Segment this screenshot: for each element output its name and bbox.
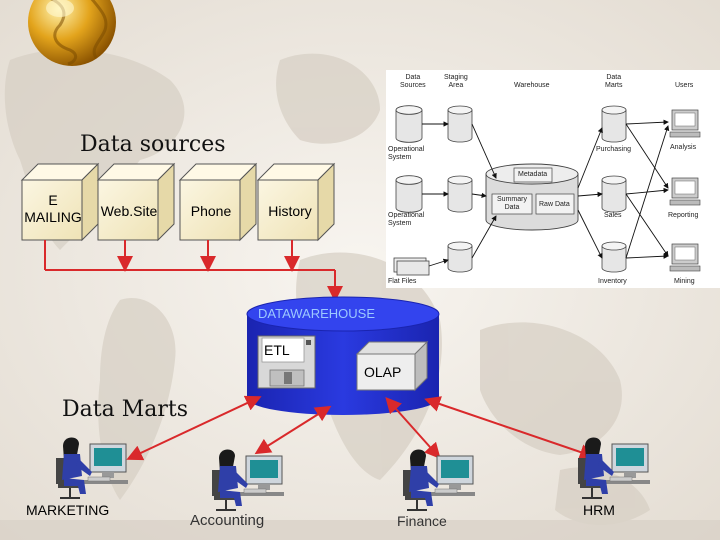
ref-cylinder bbox=[395, 175, 423, 213]
etl-label: ETL bbox=[264, 342, 290, 358]
source-label-website: Web.Site bbox=[100, 203, 158, 219]
ref-user-label-analysis: Analysis bbox=[670, 144, 697, 151]
ref-user-computer-icon bbox=[669, 243, 701, 272]
ref-flat-files bbox=[393, 257, 430, 276]
ref-flow-arrows bbox=[422, 119, 670, 267]
ref-cylinder bbox=[601, 241, 627, 273]
ref-mart-label-sales: Sales bbox=[604, 212, 622, 219]
ref-cylinder bbox=[601, 105, 627, 143]
mart-label-finance: Finance bbox=[397, 513, 447, 529]
ref-source-label-3: Flat Files bbox=[388, 278, 417, 285]
ref-cylinder bbox=[447, 241, 473, 273]
ref-user-computer-icon bbox=[669, 109, 701, 138]
source-box-history bbox=[256, 162, 336, 242]
ref-header-data-marts: Data Marts bbox=[605, 74, 623, 89]
mart-label-hrm: HRM bbox=[583, 502, 615, 518]
ref-raw-data-label: Raw Data bbox=[539, 201, 570, 208]
datawarehouse-label: DATAWAREHOUSE bbox=[258, 306, 376, 321]
user-at-workstation-icon bbox=[578, 437, 650, 499]
ref-source-label-2: Operational System bbox=[388, 212, 425, 227]
ref-header-data-sources: Data Sources bbox=[400, 74, 426, 89]
source-label-history: History bbox=[268, 203, 312, 219]
mart-label-accounting: Accounting bbox=[190, 512, 265, 529]
ref-header-users: Users bbox=[675, 82, 694, 89]
ref-warehouse-cylinder bbox=[485, 163, 579, 231]
source-connector-bus bbox=[44, 240, 343, 302]
data-sources-title: Data sources bbox=[80, 132, 226, 157]
ref-header-warehouse: Warehouse bbox=[514, 82, 550, 89]
ref-cylinder bbox=[447, 175, 473, 213]
source-box-phone bbox=[178, 162, 258, 242]
ref-user-computer-icon bbox=[669, 177, 701, 206]
ref-cylinder bbox=[395, 105, 423, 143]
user-at-workstation-icon bbox=[56, 437, 128, 499]
olap-label: OLAP bbox=[364, 364, 402, 380]
reference-diagram-labels: Data Sources Staging Area Warehouse Data… bbox=[386, 70, 720, 288]
ref-user-label-reporting: Reporting bbox=[668, 212, 699, 219]
reference-architecture-diagram bbox=[386, 70, 720, 288]
data-marts-title: Data Marts bbox=[62, 397, 188, 422]
source-label-email: E MAILING bbox=[24, 192, 82, 225]
mart-label-marketing: MARKETING bbox=[26, 502, 110, 518]
ref-mart-label-inventory: Inventory bbox=[598, 278, 627, 285]
source-box-website bbox=[96, 162, 176, 242]
ref-cylinder bbox=[601, 175, 627, 213]
ref-source-label-1: Operational System bbox=[388, 146, 425, 161]
olap-box bbox=[355, 340, 429, 392]
ref-metadata-label: Metadata bbox=[518, 171, 548, 178]
ref-summary-label: Summary Data bbox=[497, 196, 527, 211]
source-label-phone: Phone bbox=[190, 203, 232, 219]
ref-mart-label-purchasing: Purchasing bbox=[596, 146, 632, 153]
user-at-workstation-icon bbox=[403, 449, 475, 511]
user-at-workstation-icon bbox=[212, 449, 284, 511]
ref-header-staging-area: Staging Area bbox=[444, 74, 468, 89]
ref-user-label-mining: Mining bbox=[674, 278, 695, 285]
floppy-disk-icon bbox=[257, 335, 316, 389]
mart-connector-arrows bbox=[126, 395, 596, 461]
ref-cylinder bbox=[447, 105, 473, 143]
globe-logo bbox=[28, 0, 116, 66]
